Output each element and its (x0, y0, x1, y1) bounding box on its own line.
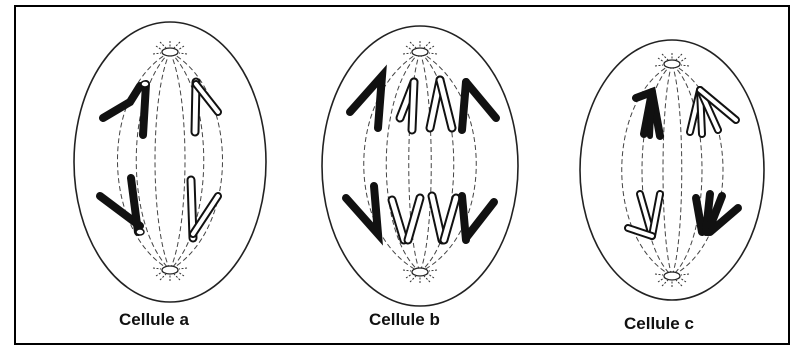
cell-drawings (0, 0, 792, 336)
cell-a-membrane (74, 22, 266, 302)
cell-a-label: Cellule a (119, 310, 189, 330)
cell-b-label: Cellule b (369, 310, 440, 330)
figure: Cellule a Cellule b Cellule c (0, 0, 792, 336)
cell-c (580, 40, 764, 300)
cell-c-label: Cellule c (624, 314, 694, 334)
cell-c-membrane (580, 40, 764, 300)
cell-b (322, 26, 518, 306)
cell-a (74, 22, 266, 302)
cell-b-membrane (322, 26, 518, 306)
